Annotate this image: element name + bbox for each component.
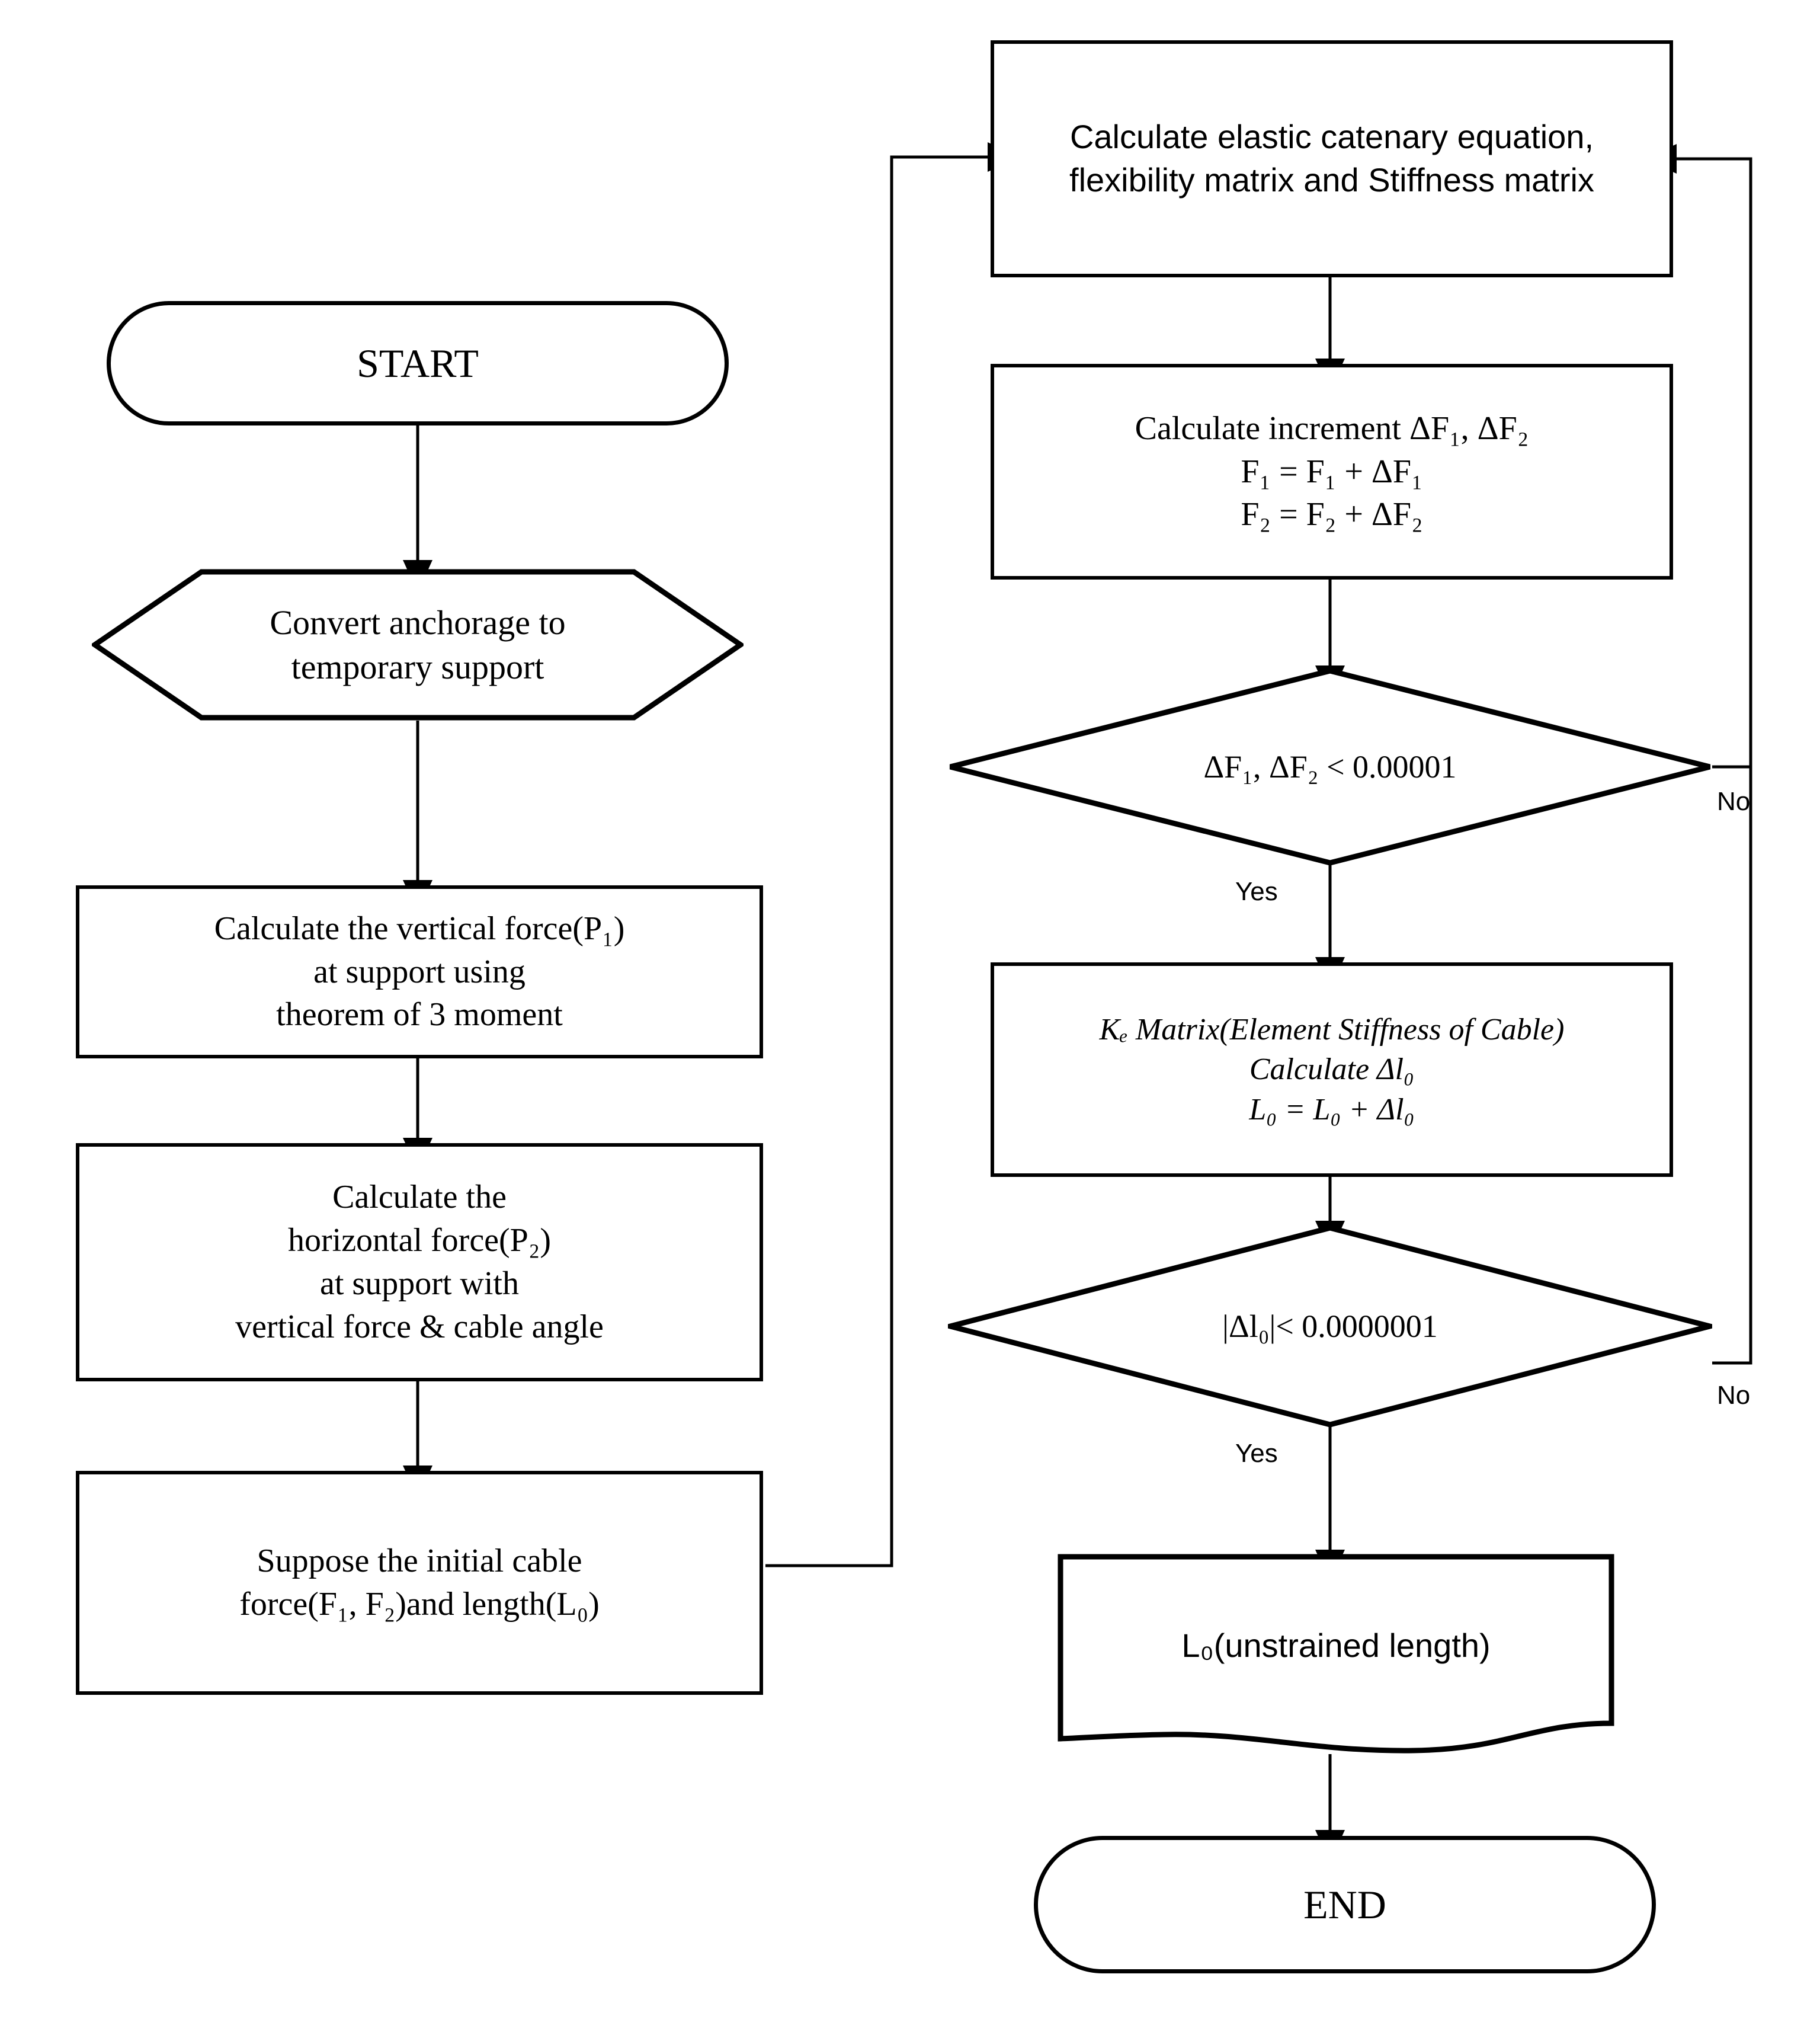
- node-increment-label: Calculate increment ΔF₁, ΔF₂ F₁ = F₁ + Δ…: [1135, 409, 1529, 533]
- node-decision-force-label: ΔF₁, ΔF₂ < 0.00001: [1203, 748, 1457, 785]
- node-suppose-initial-label: Suppose the initial cable force(F₁, F₂)a…: [239, 1543, 600, 1623]
- node-horizontal-force-label: Calculate the horizontal force(P₂) at su…: [235, 1179, 604, 1345]
- node-convert-anchorage[interactable]: Convert anchorage to temporary support: [92, 569, 744, 721]
- edge-label-length-yes: Yes: [1235, 1439, 1278, 1468]
- node-decision-force[interactable]: ΔF₁, ΔF₂ < 0.00001: [948, 668, 1712, 865]
- node-convert-anchorage-label: Convert anchorage to temporary support: [270, 603, 566, 686]
- node-end[interactable]: END: [1034, 1836, 1656, 1973]
- node-increment[interactable]: Calculate increment ΔF₁, ΔF₂ F₁ = F₁ + Δ…: [991, 364, 1673, 580]
- diamond-shape: [948, 1226, 1712, 1427]
- node-vertical-force-label: Calculate the vertical force(P₁) at supp…: [214, 910, 625, 1034]
- diamond-shape: [948, 668, 1712, 865]
- node-ke-matrix-label: Kₑ Matrix(Element Stiffness of Cable) Ca…: [1099, 1012, 1565, 1127]
- edge-label-force-yes: Yes: [1235, 877, 1278, 906]
- hexagon-shape: [92, 569, 744, 721]
- edge-label-length-no: No: [1717, 1381, 1751, 1410]
- node-decision-length-label: |Δl₀|< 0.0000001: [1222, 1308, 1438, 1344]
- edge-label-force-no: No: [1717, 787, 1751, 816]
- node-ke-matrix[interactable]: Kₑ Matrix(Element Stiffness of Cable) Ca…: [991, 962, 1673, 1177]
- node-suppose-initial[interactable]: Suppose the initial cable force(F₁, F₂)a…: [76, 1471, 763, 1695]
- document-shape: [1058, 1554, 1614, 1754]
- node-output-length[interactable]: L₀(unstrained length): [1058, 1554, 1614, 1754]
- node-end-label: END: [1303, 1882, 1386, 1927]
- node-catenary[interactable]: Calculate elastic catenary equation, fle…: [991, 40, 1673, 277]
- node-decision-length[interactable]: |Δl₀|< 0.0000001: [948, 1226, 1712, 1427]
- node-start[interactable]: START: [107, 301, 729, 425]
- node-horizontal-force[interactable]: Calculate the horizontal force(P₂) at su…: [76, 1143, 763, 1381]
- node-vertical-force[interactable]: Calculate the vertical force(P₁) at supp…: [76, 885, 763, 1058]
- node-catenary-label: Calculate elastic catenary equation, fle…: [1069, 118, 1594, 199]
- node-output-length-label: L₀(unstrained length): [1181, 1626, 1491, 1664]
- node-start-label: START: [357, 340, 479, 386]
- edge-length-no-loop: [1712, 767, 1752, 1365]
